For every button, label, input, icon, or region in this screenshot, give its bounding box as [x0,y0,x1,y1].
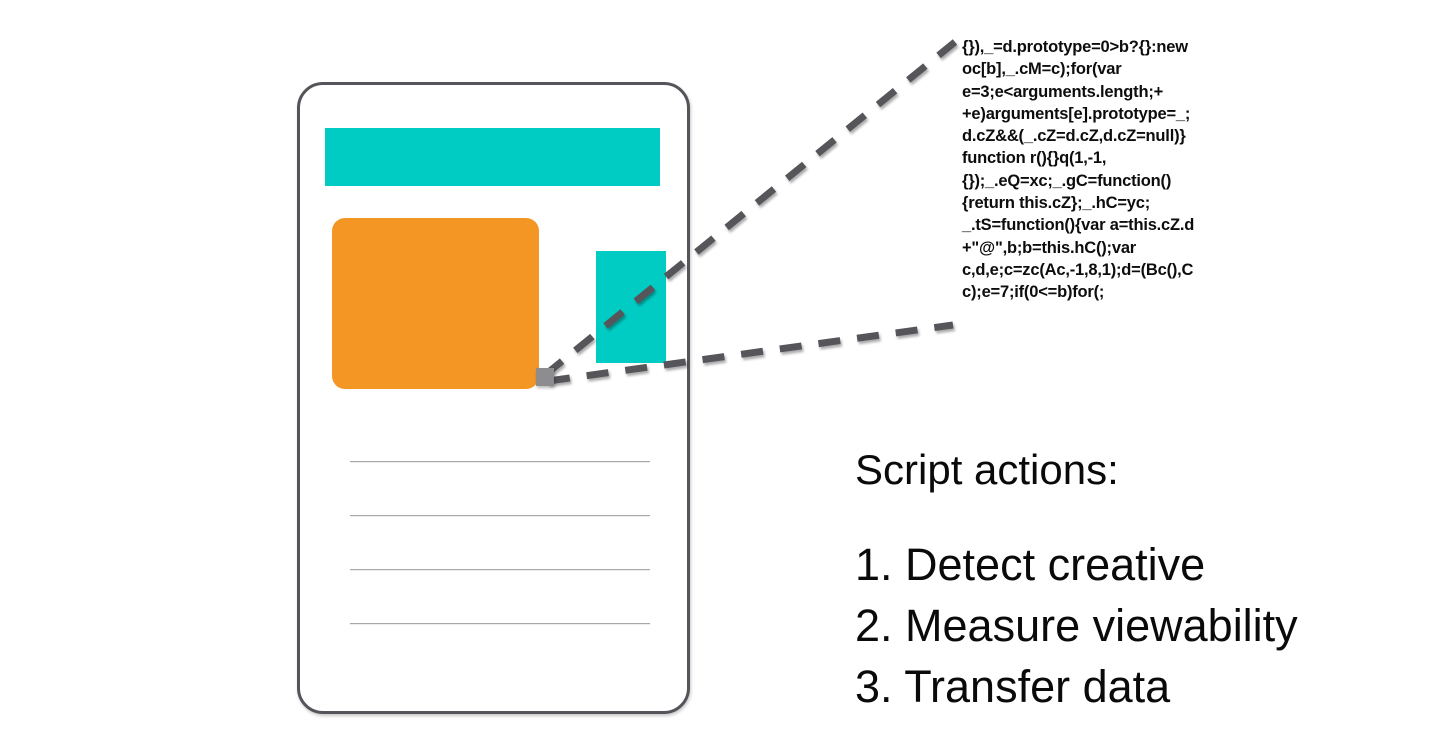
content-line [350,623,650,624]
script-action-item-3: 3. Transfer data [855,661,1171,712]
script-actions-panel: Script actions: 1. Detect creative 2. Me… [855,444,1395,717]
script-action-item-1: 1. Detect creative [855,539,1206,590]
script-actions-heading: Script actions: [855,446,1119,493]
banner-ad-block [325,128,660,186]
content-line [350,569,650,570]
content-lines-group [350,461,650,624]
script-actions-list: 1. Detect creative 2. Measure viewabilit… [855,534,1395,717]
creative-block [332,218,539,389]
mobile-device-frame [297,82,690,714]
creative-corner-anchor-marker [536,368,554,386]
javascript-code-snippet: {}),_=d.prototype=0>b?{}:new oc[b],_.cM=… [962,38,1195,302]
script-action-item-2: 2. Measure viewability [855,600,1298,651]
side-ad-block [596,251,666,363]
content-line [350,461,650,462]
content-line [350,515,650,516]
